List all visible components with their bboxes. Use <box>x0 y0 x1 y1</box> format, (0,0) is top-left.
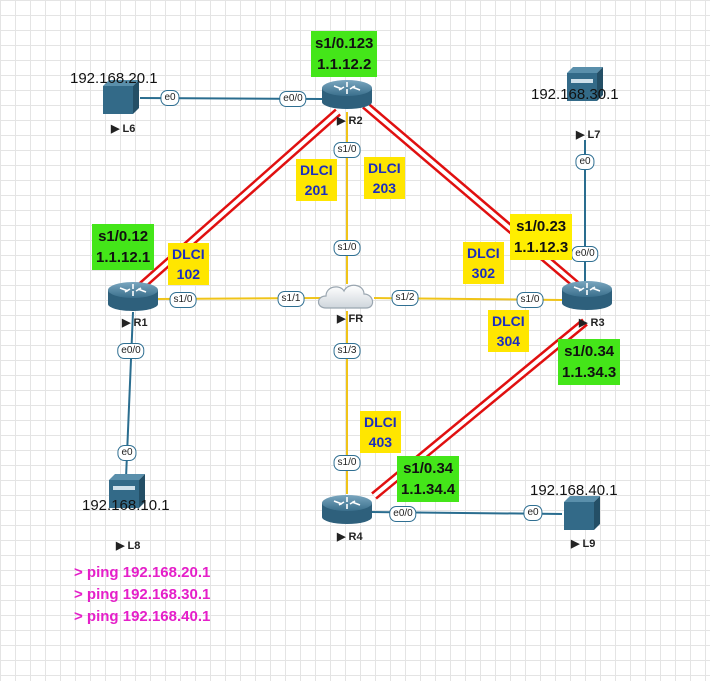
server-icon <box>564 496 600 530</box>
ip-label-l8: 192.168.10.1 <box>82 497 170 514</box>
iface-l6-e0[interactable]: e0 <box>160 90 180 106</box>
server-icon <box>103 80 139 114</box>
cloud-icon <box>317 284 374 309</box>
iface-l8-e0[interactable]: e0 <box>117 445 137 461</box>
server-l7[interactable] <box>567 67 603 101</box>
router-r2[interactable] <box>322 80 372 109</box>
subif-r1-iface: s1/0.12 <box>98 228 149 245</box>
node-label-r3: ▶ R3 <box>579 317 605 329</box>
iface-fr-s11[interactable]: s1/1 <box>277 291 305 307</box>
node-label-l9: ▶ L9 <box>571 538 596 550</box>
iface-l7-e0[interactable]: e0 <box>575 154 595 170</box>
iface-l9-e0[interactable]: e0 <box>523 505 543 521</box>
router-r1[interactable] <box>108 282 158 311</box>
node-label-l8: ▶ L8 <box>116 540 141 552</box>
iface-r3-s10[interactable]: s1/0 <box>516 292 544 308</box>
node-label-r4: ▶ R4 <box>337 531 363 543</box>
router-icon <box>562 281 612 310</box>
subif-r1-ip: 1.1.12.1 <box>96 249 151 266</box>
router-icon <box>322 495 372 524</box>
iface-fr-s12[interactable]: s1/2 <box>391 290 419 306</box>
subif-r2-iface: s1/0.123 <box>315 35 374 52</box>
server-l8[interactable] <box>109 474 145 508</box>
node-label-l7: ▶ L7 <box>576 129 601 141</box>
subif-r3-b-iface: s1/0.34 <box>564 343 615 360</box>
subif-r2-box: s1/0.123 1.1.12.2 <box>311 31 378 77</box>
router-icon <box>322 80 372 109</box>
iface-r2-s10[interactable]: s1/0 <box>333 142 361 158</box>
router-r3[interactable] <box>562 281 612 310</box>
server-l9[interactable] <box>564 496 600 530</box>
ping-command-3: > ping 192.168.40.1 <box>74 608 211 625</box>
iface-fr-s13[interactable]: s1/3 <box>333 343 361 359</box>
server-icon <box>567 67 603 101</box>
node-label-r1: ▶ R1 <box>122 317 148 329</box>
subif-r3-b-box: s1/0.34 1.1.34.3 <box>558 339 621 385</box>
ip-label-l6: 192.168.20.1 <box>70 70 158 87</box>
router-r4[interactable] <box>322 495 372 524</box>
ip-label-l7: 192.168.30.1 <box>531 86 619 103</box>
iface-r2-e00[interactable]: e0/0 <box>279 91 307 107</box>
subif-r3-a-box: s1/0.23 1.1.12.3 <box>510 214 573 260</box>
iface-r3-e00[interactable]: e0/0 <box>571 246 599 262</box>
subif-r2-ip: 1.1.12.2 <box>317 56 372 73</box>
server-l6[interactable] <box>103 80 139 114</box>
subif-r4-ip: 1.1.34.4 <box>401 481 456 498</box>
subif-r3-a-iface: s1/0.23 <box>516 218 567 235</box>
iface-r1-e00[interactable]: e0/0 <box>117 343 145 359</box>
node-label-r2: ▶ R2 <box>337 115 363 127</box>
node-label-fr: ▶ FR <box>337 313 364 325</box>
subif-r4-iface: s1/0.34 <box>403 460 454 477</box>
router-icon <box>108 282 158 311</box>
fr-cloud[interactable] <box>317 284 374 309</box>
subif-r3-a-ip: 1.1.12.3 <box>514 239 569 256</box>
node-label-l6: ▶ L6 <box>111 123 136 135</box>
ping-command-2: > ping 192.168.30.1 <box>74 586 211 603</box>
subif-r1-box: s1/0.12 1.1.12.1 <box>92 224 155 270</box>
iface-r4-s10[interactable]: s1/0 <box>333 455 361 471</box>
server-icon <box>109 474 145 508</box>
subif-r3-b-ip: 1.1.34.3 <box>562 364 617 381</box>
ip-label-l9: 192.168.40.1 <box>530 482 618 499</box>
ping-command-1: > ping 192.168.20.1 <box>74 564 211 581</box>
subif-r4-box: s1/0.34 1.1.34.4 <box>397 456 460 502</box>
iface-r4-e00[interactable]: e0/0 <box>389 506 417 522</box>
iface-fr-s10[interactable]: s1/0 <box>333 240 361 256</box>
iface-r1-s10[interactable]: s1/0 <box>169 292 197 308</box>
